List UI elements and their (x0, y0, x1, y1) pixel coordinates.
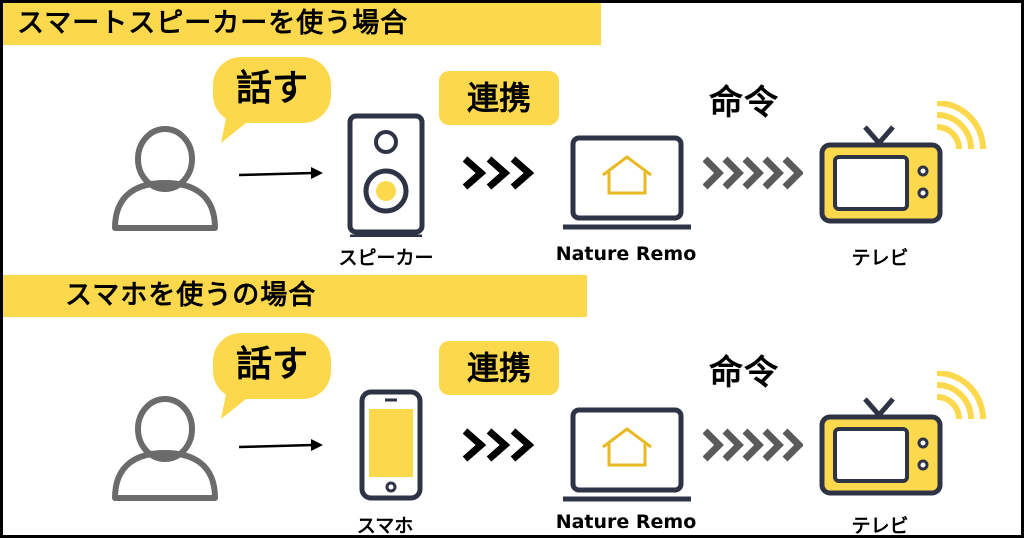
laptop-home-icon (563, 135, 691, 230)
speech-bubble-icon (213, 57, 331, 143)
arrow-right-icon (239, 167, 323, 179)
gray-chevron-icon (703, 428, 803, 462)
person-icon (112, 126, 218, 231)
row2-hub-label: Nature Remo (555, 511, 697, 533)
row1-link-tag: 連携 (439, 71, 559, 125)
row2-device-label: スマホ (356, 515, 414, 537)
row2-title-banner: スマホを使うの場合 (3, 275, 587, 317)
wifi-signal-icon (936, 101, 986, 150)
row1-title-banner: スマートスピーカーを使う場合 (3, 3, 601, 45)
row2-tv-label: テレビ (851, 515, 909, 537)
row2-speech-bubble: 話す (213, 333, 331, 419)
row1-hub-label: Nature Remo (555, 243, 697, 265)
speech-bubble-icon (213, 333, 331, 419)
row1-speech-text: 話す (235, 68, 308, 109)
row1-speech-bubble: 話す (213, 57, 331, 143)
smartphone-icon (359, 389, 423, 501)
row1-tv-label: テレビ (851, 247, 909, 269)
gray-chevron-icon (703, 156, 803, 190)
arrow-right-icon (239, 439, 323, 451)
tv-icon (819, 397, 943, 496)
row1-device-label: スピーカー (338, 247, 434, 269)
row2-speech-text: 話す (235, 344, 308, 385)
row2-command-text: 命令 (709, 353, 779, 393)
wifi-signal-icon (936, 371, 986, 420)
triple-chevron-icon (463, 156, 535, 190)
triple-chevron-icon (463, 428, 535, 462)
laptop-home-icon (563, 407, 691, 502)
row2-link-tag: 連携 (439, 341, 559, 395)
tv-icon (819, 125, 943, 224)
speaker-icon (347, 113, 425, 237)
row1-command-text: 命令 (709, 83, 779, 123)
person-icon (112, 396, 218, 501)
